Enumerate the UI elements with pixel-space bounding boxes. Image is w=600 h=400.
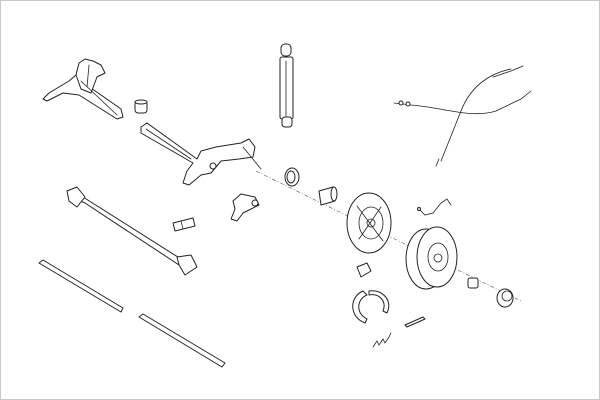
clip[interactable] bbox=[172, 217, 196, 232]
axle-bushing[interactable] bbox=[134, 99, 148, 114]
wheel-bearing[interactable] bbox=[284, 167, 300, 187]
axle-nut[interactable] bbox=[467, 277, 479, 289]
torsion-bar-right[interactable] bbox=[138, 313, 226, 368]
panhard-rod[interactable] bbox=[66, 186, 198, 276]
brake-shoes[interactable] bbox=[352, 290, 390, 324]
handbrake-cables[interactable] bbox=[393, 65, 532, 167]
return-spring[interactable] bbox=[372, 332, 392, 348]
trailing-arm[interactable] bbox=[42, 58, 124, 120]
hub-bushing[interactable] bbox=[318, 186, 338, 206]
brake-drum[interactable] bbox=[405, 226, 458, 290]
brake-backing-plate[interactable] bbox=[346, 192, 392, 254]
mounting-bracket[interactable] bbox=[230, 193, 260, 222]
wheel-cylinder[interactable] bbox=[356, 262, 372, 278]
torsion-bar-left[interactable] bbox=[38, 259, 124, 313]
hub-cap[interactable] bbox=[496, 288, 514, 308]
brake-line[interactable] bbox=[417, 198, 452, 216]
adjuster[interactable] bbox=[404, 316, 426, 328]
shock-absorber[interactable] bbox=[279, 43, 294, 128]
rear-axle-beam[interactable] bbox=[140, 122, 262, 186]
